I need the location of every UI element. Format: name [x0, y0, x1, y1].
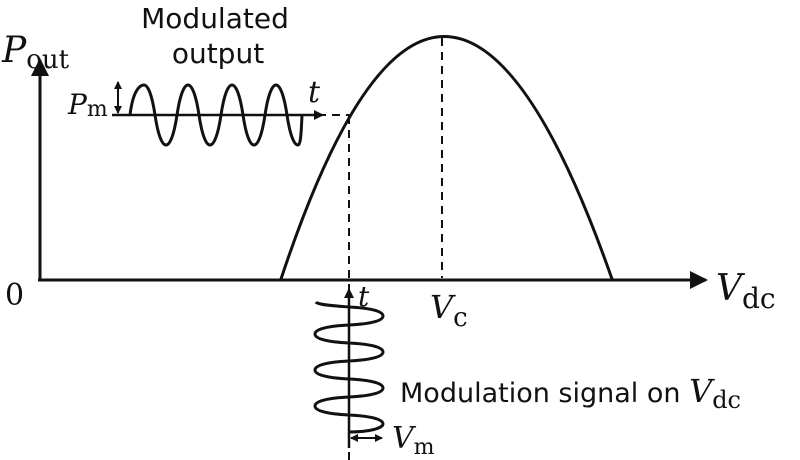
modulation-signal-label: Modulation signal on Vdc — [400, 372, 741, 414]
modulation-signal-wave — [313, 300, 385, 434]
modulated-output-wave — [128, 83, 304, 147]
vm-label: Vm — [392, 421, 435, 460]
modulated-output-label-line2: output — [172, 37, 264, 70]
x-axis-label: Vdc — [716, 268, 776, 315]
input-t-label: t — [358, 280, 370, 313]
transfer-curve — [279, 35, 614, 280]
modulated-output-label-line1: Modulated — [141, 2, 289, 35]
vc-label: Vc — [430, 288, 468, 333]
pm-label: Pm — [67, 88, 108, 122]
output-t-label: t — [308, 75, 321, 110]
origin-label: 0 — [5, 278, 24, 313]
y-axis-label: Pout — [1, 30, 70, 75]
